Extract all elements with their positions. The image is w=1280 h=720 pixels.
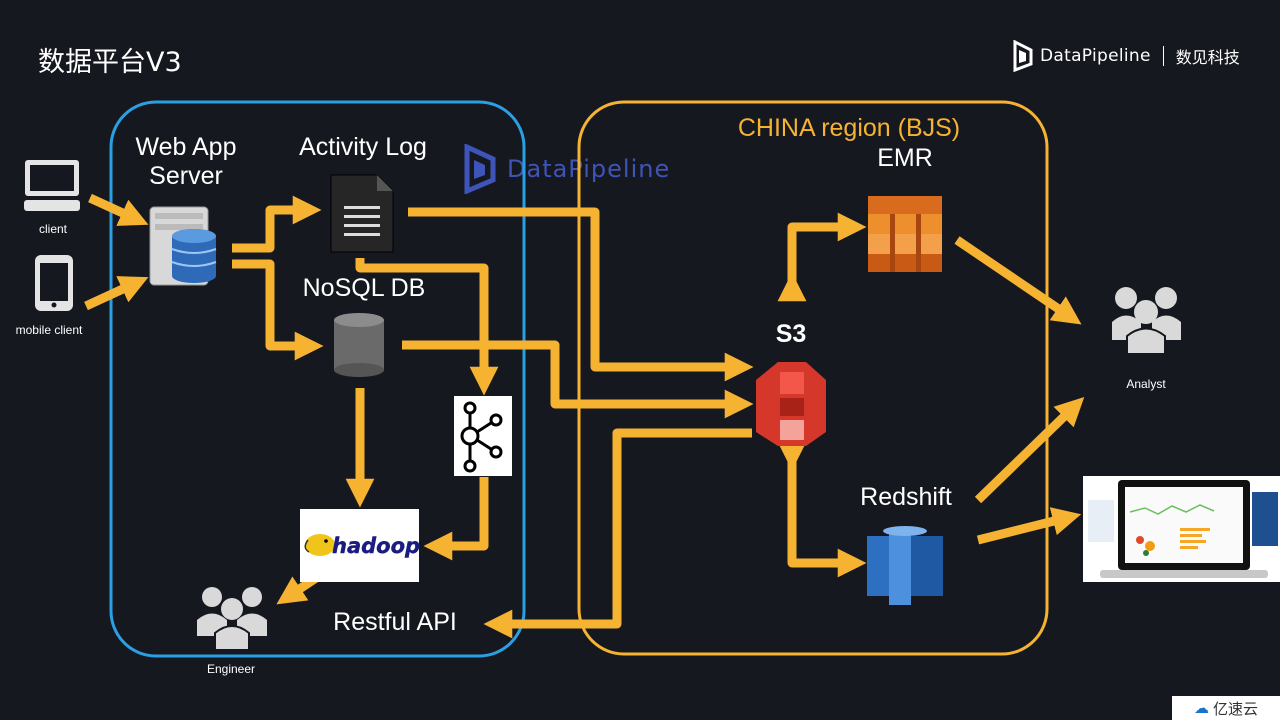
activity-log-label: Activity Log [299, 133, 427, 161]
database-cylinder-icon [334, 313, 384, 377]
flow-arrows [84, 193, 1085, 639]
mobile-phone-icon [35, 255, 73, 311]
datapipeline-watermark: DataPipeline [463, 144, 670, 194]
arrow-nosql-to-s3 [402, 340, 754, 419]
arrow-server-to-activity-log [232, 195, 322, 253]
brand-divider [1162, 46, 1164, 66]
redshift-icon [867, 526, 943, 605]
arrow-s3-to-restful-api [483, 428, 752, 639]
dashboard-laptop-icon [1083, 476, 1280, 582]
arrow-emr-to-analyst [954, 236, 1082, 325]
arrow-client-to-server [88, 193, 149, 226]
client-desktop-icon [24, 160, 80, 211]
restful-api-label: Restful API [333, 608, 457, 636]
hadoop-logo-text: hadoop [332, 534, 420, 558]
hadoop-logo: hadoop [300, 509, 420, 582]
mobile-client-label: mobile client [15, 323, 83, 337]
datapipeline-logo-icon [1013, 40, 1033, 72]
arrow-mobile-to-server [84, 276, 149, 311]
arrow-s3-emr-bidirectional [777, 212, 867, 302]
page-title: 数据平台V3 [38, 47, 182, 78]
arrow-s3-redshift-bidirectional [777, 441, 867, 578]
nosql-db-label: NoSQL DB [302, 274, 426, 302]
arrow-redshift-to-analyst [974, 396, 1085, 504]
brand-name: DataPipeline [1040, 46, 1151, 66]
arrow-redshift-to-dashboard [976, 507, 1082, 545]
web-app-server-label: Web App Server [120, 133, 252, 191]
analyst-people-icon [1112, 287, 1181, 355]
brand-logo: DataPipeline 数见科技 [1012, 40, 1240, 72]
s3-icon [756, 362, 826, 446]
arrow-server-to-nosql [232, 259, 324, 361]
web-app-server-icon [149, 206, 217, 286]
arrow-activity-log-to-s3 [408, 207, 754, 382]
watermark-text: DataPipeline [507, 155, 671, 183]
engineer-people-icon [197, 587, 267, 651]
web-app-label-line1: Web App [135, 133, 237, 161]
redshift-label: Redshift [860, 483, 952, 511]
kafka-icon [454, 396, 512, 476]
datacenter-region-box [109, 100, 526, 658]
analyst-label: Analyst [1126, 377, 1166, 391]
brand-cn: 数见科技 [1175, 48, 1240, 67]
s3-label: S3 [775, 320, 807, 348]
document-icon [330, 174, 394, 253]
arrow-kafka-to-hadoop [423, 477, 489, 561]
web-app-label-line2: Server [149, 162, 223, 190]
arrow-activity-log-to-kafka [355, 258, 499, 396]
engineer-label: Engineer [206, 662, 256, 676]
china-region-box [577, 100, 1049, 656]
footer-watermark: ☁ 亿速云 [1172, 696, 1280, 720]
watermark-logo-icon [464, 144, 496, 194]
china-region-label: CHINA region (BJS) [737, 114, 961, 142]
emr-icon [868, 196, 942, 272]
emr-label: EMR [877, 144, 933, 172]
footer-watermark-text: 亿速云 [1212, 699, 1258, 718]
client-label: client [38, 222, 67, 236]
cloud-logo-icon: ☁ [1193, 699, 1209, 717]
